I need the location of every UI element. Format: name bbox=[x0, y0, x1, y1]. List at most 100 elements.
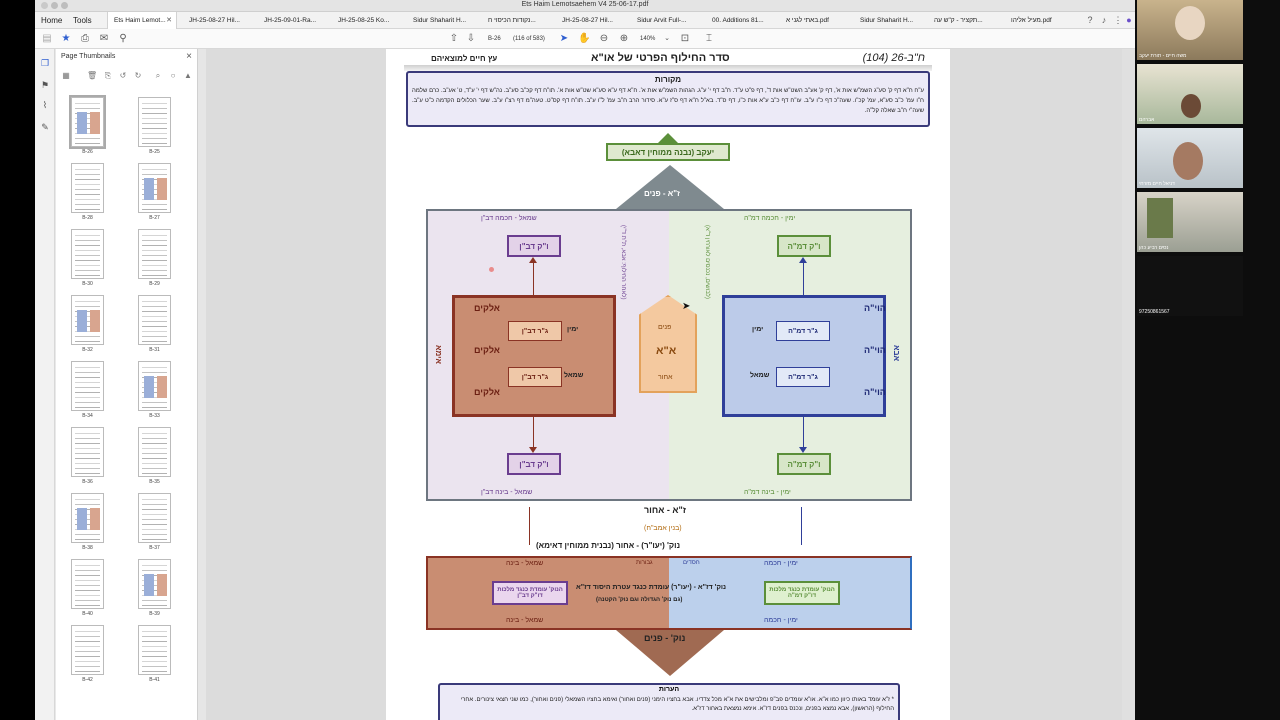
page-thumbnail[interactable] bbox=[138, 229, 171, 279]
page-thumbnail[interactable] bbox=[71, 295, 104, 345]
page-thumbnail[interactable] bbox=[69, 95, 106, 149]
zoom-thumbnails-icon[interactable]: ▲ bbox=[184, 71, 192, 80]
close-tab-icon[interactable]: ✕ bbox=[166, 17, 172, 24]
za-back-sublabel: (בנין אמב"ח) bbox=[644, 525, 682, 532]
hand-tool-icon[interactable]: ✋ bbox=[578, 33, 591, 44]
thumbnails-icon[interactable]: ❐ bbox=[40, 58, 50, 68]
thumbnail-line bbox=[142, 519, 167, 520]
document-tab[interactable]: באתי לגני א.pdf bbox=[786, 17, 829, 24]
page-thumbnail[interactable] bbox=[71, 493, 104, 543]
left-nav-rail: ❐ ⚑ ⌇ ✎ bbox=[35, 49, 55, 720]
annotate-icon[interactable]: ⌶ bbox=[706, 33, 712, 44]
fit-page-icon[interactable]: ⊡ bbox=[680, 33, 690, 44]
zoom-level-field[interactable]: 140% bbox=[640, 36, 656, 42]
minimize-window-button[interactable] bbox=[51, 2, 58, 9]
right-panel-toggle[interactable] bbox=[1122, 49, 1135, 720]
thumbnail-line bbox=[142, 367, 167, 368]
page-thumbnail[interactable] bbox=[138, 493, 171, 543]
participant-tile[interactable]: אברהם bbox=[1137, 64, 1243, 124]
page-thumbnail[interactable] bbox=[138, 361, 171, 411]
page-count: (116 of 583) bbox=[513, 36, 545, 42]
document-tab[interactable]: תקציר - ק"ש עה... bbox=[934, 17, 983, 24]
page-thumbnail[interactable] bbox=[138, 559, 171, 609]
thumbnail-line bbox=[75, 184, 100, 185]
page-thumbnail[interactable] bbox=[71, 361, 104, 411]
zoom-window-button[interactable] bbox=[61, 2, 68, 9]
document-tab[interactable]: JH-25-08-27 Hil... bbox=[562, 17, 613, 24]
thumbnail-line bbox=[75, 453, 100, 454]
previous-page-icon[interactable]: ⇧ bbox=[449, 33, 459, 44]
page-thumbnail[interactable] bbox=[138, 427, 171, 477]
close-window-button[interactable] bbox=[41, 2, 48, 9]
rotate-right-icon[interactable]: ↻ bbox=[134, 71, 142, 80]
page-thumbnail[interactable] bbox=[138, 97, 171, 147]
bookmarks-icon[interactable]: ⚑ bbox=[40, 80, 50, 90]
thumbnail-line bbox=[75, 534, 100, 535]
select-cursor-icon[interactable]: ➤ bbox=[559, 33, 569, 44]
more-options-icon[interactable]: ○ bbox=[170, 71, 176, 80]
zoom-in-icon[interactable]: ⊕ bbox=[619, 33, 629, 44]
document-tab[interactable]: Sidur Arvit Full-... bbox=[637, 17, 687, 24]
bookmark-star-icon[interactable]: ★ bbox=[61, 33, 71, 44]
document-tab[interactable]: מעיל אליהו.pdf bbox=[1011, 17, 1052, 24]
thumbnail-line bbox=[142, 641, 167, 642]
document-tab[interactable]: Sidur Shaharit H... bbox=[413, 17, 467, 24]
participant-tile[interactable]: משה חיים - תורת יעקב bbox=[1137, 0, 1243, 60]
panel-title: Page Thumbnails bbox=[61, 53, 116, 60]
page-thumbnail[interactable] bbox=[71, 163, 104, 213]
zoom-search-icon[interactable]: ⚲ bbox=[119, 33, 127, 44]
thumbnail-line bbox=[142, 209, 167, 210]
document-tab[interactable]: Sidur Shaharit H... bbox=[860, 17, 914, 24]
document-tab[interactable]: 00. Additions 81... bbox=[712, 17, 764, 24]
participant-tile[interactable]: דניאל חיים מזרחי bbox=[1137, 128, 1243, 188]
email-icon[interactable]: ✉ bbox=[99, 33, 109, 44]
document-tab[interactable]: JH-25-09-01-Ra... bbox=[264, 17, 317, 24]
document-tab[interactable]: JH-25-08-25 Ko... bbox=[338, 17, 390, 24]
attachments-icon[interactable]: ⌇ bbox=[42, 100, 48, 110]
thumbnail-line bbox=[142, 397, 167, 398]
thumbnail-options-icon[interactable]: ▦ bbox=[62, 71, 70, 80]
participant-tile[interactable]: נסים רביע כהן bbox=[1137, 192, 1243, 252]
page-thumbnail[interactable] bbox=[138, 163, 171, 213]
thumbnail-label: B-34 bbox=[82, 413, 93, 419]
signature-icon[interactable]: ✎ bbox=[41, 122, 49, 132]
panel-splitter[interactable] bbox=[198, 49, 206, 720]
thumbnail-line bbox=[142, 204, 167, 205]
next-page-icon[interactable]: ⇩ bbox=[466, 33, 476, 44]
help-icon[interactable]: ? bbox=[1087, 15, 1093, 25]
page-number-field[interactable]: B-26 bbox=[488, 36, 501, 42]
page-thumbnail[interactable] bbox=[138, 295, 171, 345]
notifications-icon[interactable]: ♪ bbox=[1101, 15, 1107, 25]
delete-page-icon[interactable]: 🗑 bbox=[87, 71, 98, 80]
create-icon[interactable]: ▤ bbox=[42, 33, 52, 44]
zoom-out-icon[interactable]: ⊖ bbox=[599, 33, 609, 44]
page-thumbnail[interactable] bbox=[71, 427, 104, 477]
thumbnail-label: B-27 bbox=[149, 215, 160, 221]
thumbnail-line bbox=[75, 504, 100, 505]
tools-tab[interactable]: Tools bbox=[73, 16, 92, 25]
page-thumbnail[interactable] bbox=[138, 625, 171, 675]
document-tab-active[interactable]: Ets Haim Lemot... ✕ bbox=[107, 12, 177, 29]
apps-grid-icon[interactable]: ⋮ bbox=[1113, 15, 1123, 25]
nok-center-sublabel: (גם נוק' הגדולה וגם נוק' הקטנה) bbox=[596, 597, 683, 603]
page-thumbnail[interactable] bbox=[71, 625, 104, 675]
chevron-down-icon[interactable]: ⌄ bbox=[664, 35, 670, 42]
insert-page-icon[interactable]: ⌕ bbox=[155, 71, 161, 80]
page-thumbnail[interactable] bbox=[71, 559, 104, 609]
extract-page-icon[interactable]: ⎘ bbox=[104, 71, 112, 80]
home-tab[interactable]: Home bbox=[41, 16, 63, 25]
thumbnail-line bbox=[75, 387, 100, 388]
thumbnail-label: B-38 bbox=[82, 545, 93, 551]
document-tab[interactable]: JH-25-08-27 Hil... bbox=[189, 17, 240, 24]
participant-avatar bbox=[1173, 142, 1203, 180]
print-icon[interactable]: ⎙ bbox=[81, 33, 89, 44]
rotate-left-icon[interactable]: ↺ bbox=[119, 71, 127, 80]
account-icon[interactable]: ● bbox=[1126, 15, 1132, 25]
thumbnail-line bbox=[75, 209, 100, 210]
document-tab[interactable]: נקודות הכיסוי ח... bbox=[488, 17, 536, 24]
participant-tile[interactable]: 97250861567 bbox=[1137, 256, 1243, 316]
close-panel-icon[interactable]: × bbox=[186, 51, 192, 62]
page-thumbnail[interactable] bbox=[71, 229, 104, 279]
participant-name: אברהם bbox=[1139, 117, 1155, 123]
